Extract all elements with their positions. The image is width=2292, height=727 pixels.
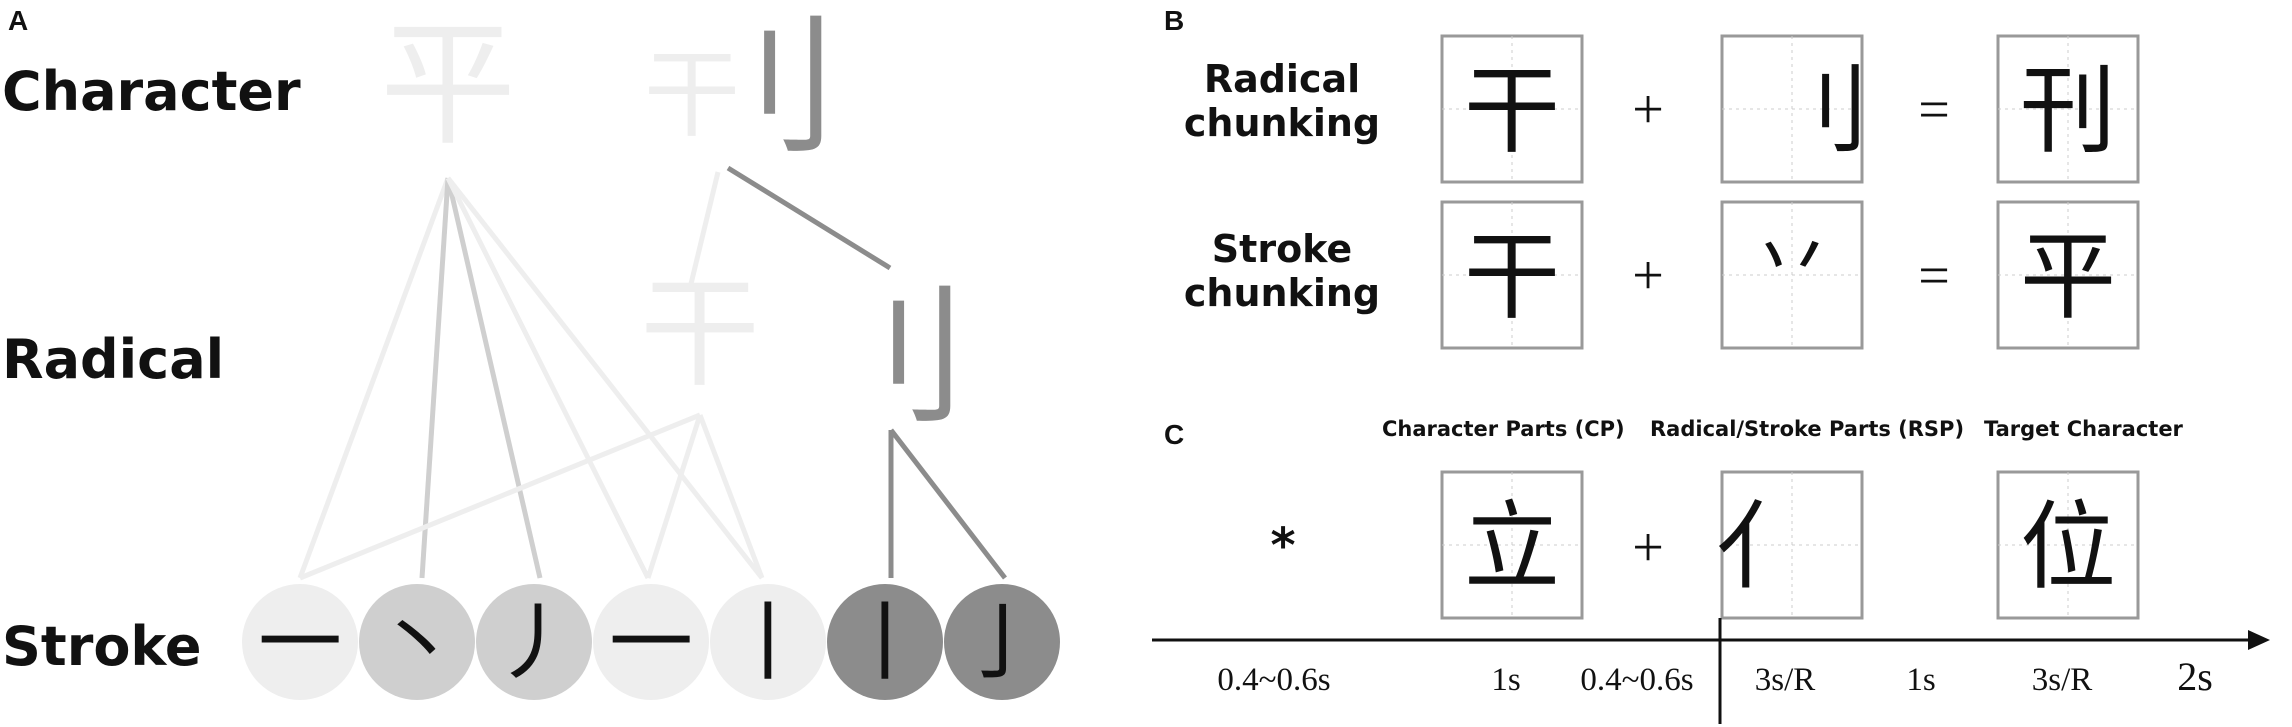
stroke-circle: 丨 (827, 584, 943, 700)
stroke-circle-bg (593, 584, 709, 700)
timeline-arrowhead (2248, 630, 2270, 650)
timeline-label-fixation: 0.4~0.6s (1217, 662, 1330, 698)
plus-sign: + (1632, 517, 1664, 579)
header-character-parts: Character Parts (CP) (1382, 417, 1625, 441)
stroke-circle-bg (710, 584, 826, 700)
glyph-part2: 刂 (1774, 55, 1870, 167)
fixation-asterisk: * (1270, 518, 1295, 574)
stroke-glyph: 丨 (726, 594, 810, 692)
row-label-line2: chunking (1184, 271, 1380, 315)
stroke-glyph: 丶 (375, 594, 459, 692)
panel-a: A Character Radical Stroke 平 (2, 2, 1060, 700)
row-label-line1: Radical (1204, 57, 1360, 101)
stroke-circle: 丶 (359, 584, 475, 700)
glyph-target: 位 (2020, 491, 2116, 603)
header-target-character: Target Character (1984, 417, 2184, 441)
glyph-result: 平 (2020, 221, 2116, 333)
links-kan (687, 165, 892, 289)
stroke-row: 一丶丿一丨丨亅 (242, 584, 1060, 700)
row-label-line1: Stroke (1212, 227, 1352, 271)
stroke-circle-bg (242, 584, 358, 700)
timeline-label-target: 3s/R (2032, 662, 2093, 698)
stroke-circle: 丿 (476, 584, 592, 700)
character-kan-left: 干 (644, 39, 740, 151)
panel-c: C Character Parts (CP) Radical/Stroke Pa… (1152, 417, 2270, 724)
links-dao (888, 428, 1007, 580)
timeline-label-gap: 1s (1906, 662, 1935, 698)
stroke-circle: 亅 (944, 584, 1060, 700)
plus-sign: + (1632, 79, 1664, 141)
stroke-circle: 一 (593, 584, 709, 700)
row-label-radical: Radical (2, 328, 224, 391)
character-kan-right: 刂 (689, 2, 839, 176)
stroke-circle-bg (944, 584, 1060, 700)
stroke-circle-bg (827, 584, 943, 700)
glyph-part1: 干 (1464, 55, 1560, 167)
stroke-glyph: 丿 (492, 594, 576, 692)
glyph-part1: 干 (1464, 221, 1560, 333)
timeline-label-isi: 0.4~0.6s (1580, 662, 1693, 698)
character-kan: 干 刂 (644, 2, 839, 176)
links-gan (299, 412, 765, 581)
glyph-cp: 立 (1464, 491, 1560, 603)
stroke-circle: 丨 (710, 584, 826, 700)
glyph-rsp: 亻 (1716, 491, 1812, 603)
panel-a-letter: A (8, 5, 28, 36)
row-radical-chunking: Radical chunking 干 + 刂 = 刊 (1184, 34, 2140, 184)
character-ping: 平 (380, 7, 516, 165)
stroke-glyph: 一 (609, 594, 693, 692)
stroke-glyph: 亅 (960, 594, 1044, 692)
panel-b: B Radical chunking 干 + 刂 = 刊 Stroke chun… (1164, 5, 2140, 350)
row-label-line2: chunking (1184, 101, 1380, 145)
timeline-label-rsp: 3s/R (1755, 662, 1816, 698)
row-label-character: Character (2, 60, 301, 123)
panel-c-letter: C (1164, 419, 1184, 450)
stroke-circle-bg (476, 584, 592, 700)
header-radical-stroke-parts: Radical/Stroke Parts (RSP) (1650, 417, 1964, 441)
stroke-circle-bg (359, 584, 475, 700)
timeline-scale-label: 2s (2177, 654, 2213, 699)
stroke-circle: 一 (242, 584, 358, 700)
equals-sign: = (1918, 79, 1950, 141)
glyph-result: 刊 (2020, 55, 2116, 167)
radical-gan: 干 (640, 265, 760, 404)
stroke-glyph: 丨 (843, 594, 927, 692)
panel-b-letter: B (1164, 5, 1184, 36)
plus-sign: + (1632, 245, 1664, 307)
row-label-stroke: Stroke (2, 615, 202, 678)
glyph-part2: 丷 (1752, 212, 1832, 305)
links-ping (297, 176, 764, 580)
stroke-glyph: 一 (258, 594, 342, 692)
equals-sign: = (1918, 245, 1950, 307)
timeline-label-cp: 1s (1491, 662, 1520, 698)
radical-dao: 刂 (818, 272, 968, 446)
row-stroke-chunking: Stroke chunking 干 + 丷 = 平 (1184, 200, 2140, 350)
